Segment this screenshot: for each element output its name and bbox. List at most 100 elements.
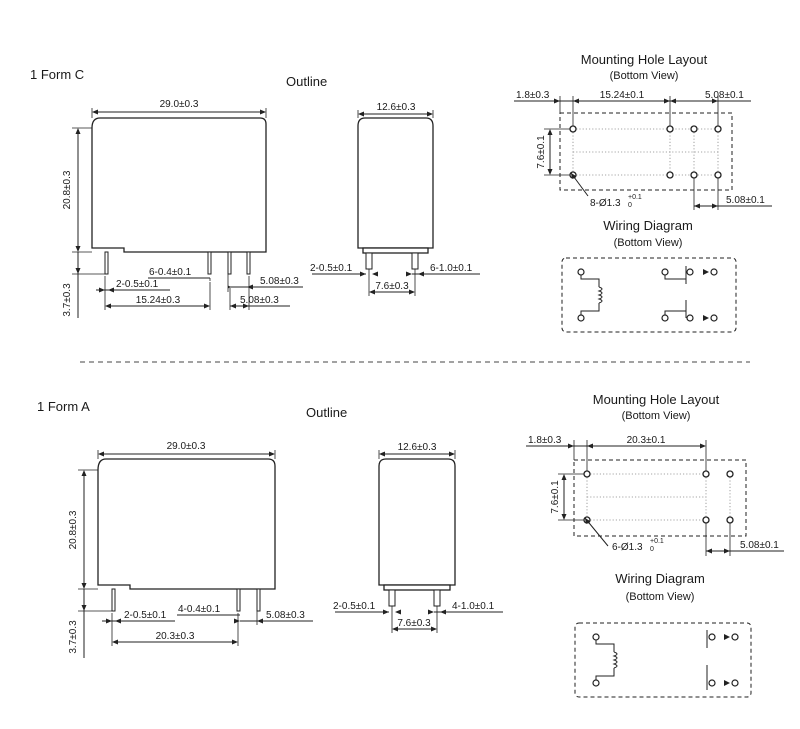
dimension-arrows [81,605,87,611]
form-a-wiring-diagram: Wiring Diagram (Bottom View) [574,571,752,698]
form-a-front-pin-width-label: 4-0.4±0.1 [178,604,221,615]
mounting-hole [666,171,674,179]
form-c-section: 1 Form C Outline 29.0±0.3 20.8±0.3 [30,52,772,333]
form-a-side-pin [388,589,396,607]
dimension-arrows [230,303,249,309]
form-c-front-width-label: 29.0±0.3 [160,99,199,110]
form-a-front-body [97,458,276,590]
form-a-front-view: 29.0±0.3 20.8±0.3 3.7±0.3 2-0.5±0.1 4-0.… [68,441,313,658]
form-a-front-pin [111,588,116,612]
mounting-hole [666,125,674,133]
form-c-front-pin [246,251,251,275]
dimension-arrows [406,271,424,277]
dimension-arrows [360,271,378,277]
form-a-front-pin-length-label: 3.7±0.3 [68,620,79,654]
form-a-mounting-outline [573,459,747,537]
leader-arrow [571,173,576,179]
coil-icon [592,633,618,687]
form-a-side-pin-thickness-label: 2-0.5±0.1 [333,601,376,612]
form-c-mounting-subtitle: (Bottom View) [610,70,679,82]
form-c-front-pin [207,251,212,275]
form-a-mounting-title: Mounting Hole Layout [593,392,720,407]
form-a-side-pitch-label: 7.6±0.3 [397,618,431,629]
dimension-arrows [228,284,253,290]
form-c-front-pin-thickness-label: 2-0.5±0.1 [116,279,159,290]
form-c-mounting-title: Mounting Hole Layout [581,52,708,67]
form-c-side-pitch-label: 7.6±0.3 [375,281,409,292]
form-a-mounting-tol-zero: 0 [650,546,654,553]
mounting-hole [714,171,722,179]
form-c-front-pin-width-label: 6-0.4±0.1 [149,267,192,278]
form-a-mounting-offset-label: 1.8±0.3 [528,435,562,446]
form-c-contacts-icon [661,266,718,322]
form-a-side-pin [433,589,441,607]
form-c-front-view: 29.0±0.3 20.8±0.3 3.7±0.3 6-0.4±0.1 2-0.… [62,99,303,318]
form-c-mounting-right-pitch-label: 5.08±0.1 [705,90,744,101]
form-a-mounting-main-pitch-label: 20.3±0.1 [627,435,666,446]
form-c-side-view: 12.6±0.3 2-0.5±0.1 6-1.0±0.1 7.6±0.3 [310,102,480,296]
form-c-wiring-subtitle: (Bottom View) [614,237,683,249]
form-a-side-width-label: 12.6±0.3 [398,442,437,453]
form-a-wiring-subtitle: (Bottom View) [626,591,695,603]
form-a-side-view: 12.6±0.3 2-0.5±0.1 4-1.0±0.1 7.6±0.3 [333,442,503,633]
form-c-front-body [91,117,267,253]
form-a-front-height-label: 20.8±0.3 [68,510,79,549]
form-a-title: 1 Form A [37,399,90,414]
form-c-side-body [357,117,434,249]
form-c-mounting-main-pitch-label: 15.24±0.1 [600,90,645,101]
form-c-wiring-outline [561,257,737,333]
form-a-mounting-holes-label: 6-Ø1.3 [612,542,643,553]
form-a-side-base [383,584,451,591]
mounting-hole [702,516,710,524]
form-c-front-pin-length-label: 3.7±0.3 [62,283,73,317]
form-a-mounting-subtitle: (Bottom View) [622,410,691,422]
dimension-arrows [383,609,401,615]
form-a-front-pin [256,588,261,612]
form-c-mounting-offset-label: 1.8±0.3 [516,90,550,101]
dimension-arrows [694,203,718,209]
form-a-mounting-layout: Mounting Hole Layout (Bottom View) 1.8±0… [526,392,784,556]
leader-line [584,517,609,547]
form-c-wiring-title: Wiring Diagram [603,218,693,233]
form-c-mounting-bottom-pitch-label: 5.08±0.1 [726,195,765,206]
form-c-mounting-row-pitch-label: 7.6±0.1 [536,135,547,169]
form-c-front-pin [227,251,232,275]
mounting-hole [583,470,591,478]
form-c-side-pin [365,252,373,270]
form-c-mounting-layout: Mounting Hole Layout (Bottom View) [514,52,772,210]
form-a-mounting-row-pitch-label: 7.6±0.1 [550,480,561,514]
form-c-title: 1 Form C [30,67,84,82]
mounting-hole [690,125,698,133]
mounting-hole [726,470,734,478]
form-c-mounting-holes-label: 8-Ø1.3 [590,198,621,209]
form-c-front-right-pitch-top-label: 5.08±0.3 [260,276,299,287]
form-a-front-pin-thickness-label: 2-0.5±0.1 [124,610,167,621]
form-c-outline-title: Outline [286,74,327,89]
form-c-front-pin [104,251,109,275]
dimension-arrows [99,287,114,293]
form-a-side-pin-width-label: 4-1.0±0.1 [452,601,495,612]
dimension-arrows [106,618,121,624]
form-c-wiring-diagram: Wiring Diagram (Bottom View) [561,218,737,333]
mounting-hole [726,516,734,524]
form-c-front-right-pitch-bottom-label: 5.08±0.3 [240,295,279,306]
form-a-front-right-pitch-label: 5.08±0.3 [266,610,305,621]
form-a-side-body [378,458,456,586]
form-a-wiring-title: Wiring Diagram [615,571,705,586]
mounting-hole [702,470,710,478]
mounting-hole [569,125,577,133]
form-c-side-pin-width-label: 6-1.0±0.1 [430,263,473,274]
form-a-wiring-outline [574,622,752,698]
form-c-mounting-outline [559,112,733,191]
form-a-mounting-bottom-pitch-label: 5.08±0.1 [740,540,779,551]
form-a-front-main-pitch-label: 20.3±0.3 [156,631,195,642]
form-c-mounting-tol-zero: 0 [628,202,632,209]
coil-icon [577,268,603,322]
form-a-outline-title: Outline [306,405,347,420]
form-c-side-pin [411,252,419,270]
dimension-arrows [234,618,263,624]
leader-arrow [585,518,590,524]
form-a-front-pin [236,588,241,612]
form-c-side-width-label: 12.6±0.3 [377,102,416,113]
